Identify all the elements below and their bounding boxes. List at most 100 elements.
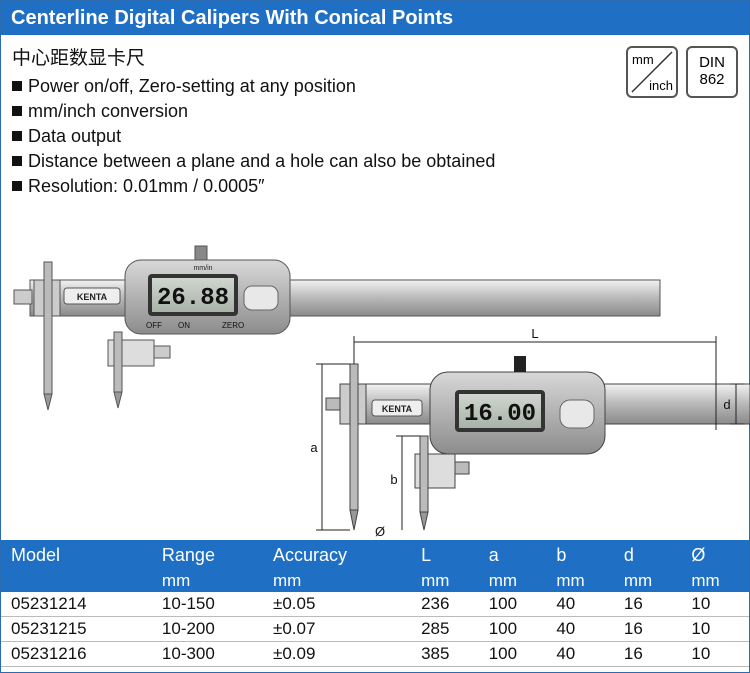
col-header-accuracy: Accuracy bbox=[263, 540, 412, 570]
unit-cell: mm bbox=[546, 570, 614, 592]
dim-phi-label: Ø bbox=[375, 524, 385, 539]
dim-L-label: L bbox=[531, 326, 538, 341]
caliper-illustration: 26.88 KENTA mm/in OFF ON ZERO 16.00 KENT… bbox=[13, 245, 750, 539]
drawing-lcd bbox=[459, 394, 541, 428]
col-header-model: Model bbox=[1, 540, 152, 570]
table-unit-row: mm mm mm mm mm mm mm bbox=[1, 570, 749, 592]
col-header-b: b bbox=[546, 540, 614, 570]
table-cell: 16 bbox=[613, 592, 682, 617]
photo-fixed-screw bbox=[13, 289, 33, 305]
caliper-photo: 26.88 KENTA mm/in OFF ON ZERO bbox=[13, 245, 661, 411]
photo-lcd bbox=[152, 278, 234, 312]
badge-din-text: DIN bbox=[699, 54, 725, 71]
table-cell: 40 bbox=[546, 641, 614, 667]
table-cell: ±0.05 bbox=[263, 592, 412, 617]
table-cell: 10-300 bbox=[151, 641, 263, 667]
spec-table: Model Range Accuracy L a b d Ø mm mm mm … bbox=[1, 540, 749, 667]
caliper-drawing: 16.00 KENTA L a b d Ø bbox=[310, 326, 750, 539]
drawing-fixed-point bbox=[349, 363, 359, 511]
badge-inch-text: inch bbox=[649, 78, 673, 93]
drawing-brand-text: KENTA bbox=[382, 404, 413, 414]
table-cell: 385 bbox=[411, 641, 479, 667]
table-cell: 05231216 bbox=[1, 641, 152, 667]
chinese-title: 中心距数显卡尺 bbox=[12, 47, 146, 69]
table-cell: 100 bbox=[478, 592, 547, 617]
table-cell: ±0.09 bbox=[263, 641, 412, 667]
square-bullet-icon bbox=[12, 106, 22, 116]
square-bullet-icon bbox=[12, 81, 22, 91]
unit-cell: mm bbox=[613, 570, 682, 592]
unit-cell: mm bbox=[681, 570, 749, 592]
photo-fixed-point bbox=[43, 261, 53, 395]
col-header-a: a bbox=[478, 540, 547, 570]
drawing-slide-screw bbox=[454, 461, 470, 475]
feature-item: Power on/off, Zero-setting at any positi… bbox=[12, 74, 495, 99]
table-cell: 40 bbox=[546, 616, 614, 642]
drawing-fixed-screw bbox=[325, 397, 341, 411]
badge-din-number: 862 bbox=[699, 71, 725, 88]
table-cell: 285 bbox=[411, 616, 479, 642]
mm-inch-badge: mm inch bbox=[626, 46, 678, 98]
page-title: Centerline Digital Calipers With Conical… bbox=[11, 7, 454, 29]
unit-cell: mm bbox=[263, 570, 412, 592]
photo-thumb-wheel bbox=[194, 245, 208, 261]
photo-unit-label: mm/in bbox=[193, 265, 212, 272]
feature-text: mm/inch conversion bbox=[28, 101, 189, 121]
unit-cell: mm bbox=[478, 570, 547, 592]
feature-text: Resolution: 0.01mm / 0.0005″ bbox=[28, 176, 265, 196]
table-cell: 10-200 bbox=[151, 616, 263, 642]
table-row: 05231216 10-300 ±0.09 385 100 40 16 10 bbox=[1, 641, 749, 667]
drawing-slot bbox=[559, 399, 595, 429]
din-badge: DIN 862 bbox=[686, 46, 738, 98]
table-cell: 40 bbox=[546, 592, 614, 617]
table-row: 05231214 10-150 ±0.05 236 100 40 16 10 bbox=[1, 592, 749, 617]
drawing-slide-point bbox=[419, 435, 429, 513]
feature-item: mm/inch conversion bbox=[12, 99, 495, 124]
square-bullet-icon bbox=[12, 131, 22, 141]
photo-slide-point bbox=[113, 331, 123, 393]
drawing-display-value: 16.00 bbox=[464, 401, 536, 428]
photo-display-value: 26.88 bbox=[157, 285, 229, 312]
photo-zero-label: ZERO bbox=[222, 321, 244, 330]
drawing-brand-plate bbox=[371, 399, 423, 417]
drawing-thumb-wheel bbox=[514, 356, 526, 372]
title-bar: Centerline Digital Calipers With Conical… bbox=[1, 1, 749, 35]
photo-slot bbox=[243, 285, 279, 311]
col-header-d: d bbox=[613, 540, 682, 570]
table-cell: ±0.07 bbox=[263, 616, 412, 642]
square-bullet-icon bbox=[12, 181, 22, 191]
badge-mm-text: mm bbox=[632, 52, 654, 67]
photo-brand-text: KENTA bbox=[77, 292, 108, 302]
unit-cell bbox=[1, 570, 152, 592]
photo-slide-screw bbox=[153, 345, 171, 359]
feature-item: Distance between a plane and a hole can … bbox=[12, 149, 495, 174]
table-cell: 05231214 bbox=[1, 592, 152, 617]
square-bullet-icon bbox=[12, 156, 22, 166]
photo-on-label: ON bbox=[178, 321, 190, 330]
table-cell: 236 bbox=[411, 592, 479, 617]
dim-d-label: d bbox=[723, 397, 730, 412]
table-cell: 100 bbox=[478, 616, 547, 642]
unit-cell: mm bbox=[151, 570, 263, 592]
diagonal-line-icon bbox=[631, 51, 673, 93]
table-header-row: Model Range Accuracy L a b d Ø bbox=[1, 540, 749, 570]
table-cell: 10 bbox=[681, 641, 749, 667]
table-cell: 16 bbox=[613, 616, 682, 642]
unit-cell: mm bbox=[411, 570, 479, 592]
dim-a-label: a bbox=[310, 440, 318, 455]
col-header-phi: Ø bbox=[681, 540, 749, 570]
col-header-range: Range bbox=[151, 540, 263, 570]
table-cell: 05231215 bbox=[1, 616, 152, 642]
table-cell: 100 bbox=[478, 641, 547, 667]
feature-item: Resolution: 0.01mm / 0.0005″ bbox=[12, 174, 495, 199]
dim-b-label: b bbox=[390, 472, 397, 487]
table-cell: 10-150 bbox=[151, 592, 263, 617]
feature-item: Data output bbox=[12, 124, 495, 149]
feature-text: Power on/off, Zero-setting at any positi… bbox=[28, 76, 356, 96]
feature-text: Data output bbox=[28, 126, 122, 146]
feature-text: Distance between a plane and a hole can … bbox=[28, 151, 496, 171]
table-row: 05231215 10-200 ±0.07 285 100 40 16 10 bbox=[1, 616, 749, 642]
photo-off-label: OFF bbox=[146, 321, 162, 330]
table-cell: 10 bbox=[681, 592, 749, 617]
col-header-L: L bbox=[411, 540, 479, 570]
